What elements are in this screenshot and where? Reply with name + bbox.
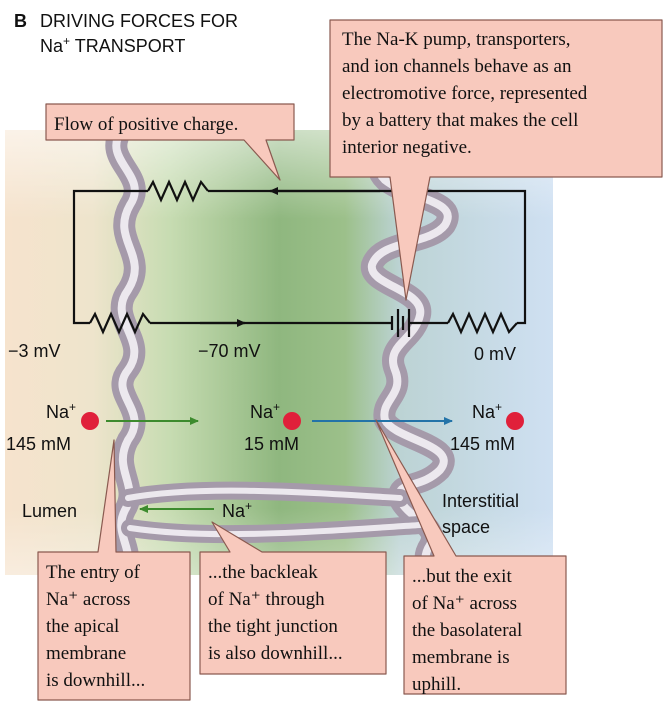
cell-na-concentration: 15 mM [244,434,299,454]
lumen-na-ion [81,412,99,430]
battery-callout-line-3: electromotive force, represented [342,83,588,104]
entry-callout-line-4: membrane [46,643,126,664]
panel-title-line1: DRIVING FORCES FOR [40,11,238,31]
panel-title-sup: + [63,34,70,48]
flow-callout-text: Flow of positive charge. [54,114,238,135]
backleak-callout-line-4: is also downhill... [208,643,343,664]
lumen-na-label: Na+ [46,400,76,422]
panel-letter: B [14,11,27,31]
backleak-callout-line-2: of Na⁺ through [208,589,325,610]
battery-callout-line-5: interior negative. [342,137,472,158]
interstitial-na-ion [506,412,524,430]
battery-callout-line-2: and ion channels behave as an [342,56,572,77]
interstitial-voltage: 0 mV [474,344,516,364]
cell-na-ion [283,412,301,430]
entry-callout-line-2: Na⁺ across [46,589,130,610]
cell-voltage: −70 mV [198,341,261,361]
lumen-label: Lumen [22,501,77,521]
basolateral-resistor [447,311,518,335]
interstitial-label-line2: space [442,517,490,537]
exit-callout-line-1: ...but the exit [412,566,512,587]
backleak-callout-line-3: the tight junction [208,616,338,637]
interstitial-label-line1: Interstitial [442,491,519,511]
exit-callout-line-2: of Na⁺ across [412,593,517,614]
panel-title: B DRIVING FORCES FOR Na+ TRANSPORT [14,11,238,56]
interstitial-na-label: Na+ [472,400,502,422]
lumen-voltage: −3 mV [8,341,61,361]
circuit-wires [72,187,527,327]
background-fade [5,130,553,575]
tight-junction [119,481,429,544]
interstitial-na-concentration: 145 mM [450,434,515,454]
panel-title-rest: TRANSPORT [70,36,185,56]
exit-callout-line-5: uphill. [412,674,461,695]
exit-callout-line-4: membrane is [412,647,510,668]
tight-junction-resistor [147,179,209,203]
backleak-callout: ...the backleak of Na⁺ through the tight… [199,521,387,675]
entry-callout-line-3: the apical [46,616,119,637]
entry-callout-line-1: The entry of [46,562,141,583]
battery-callout-line-4: by a battery that makes the cell [342,110,578,131]
battery-icon [390,309,411,337]
exit-callout-line-3: the basolateral [412,620,522,641]
panel-title-ion: Na [40,36,64,56]
backleak-na-label: Na+ [222,499,252,521]
svg-text:Na+ TRANSPORT: Na+ TRANSPORT [40,34,185,56]
apical-resistor [89,311,151,335]
entry-callout: The entry of Na⁺ across the apical membr… [37,439,191,701]
flow-callout: Flow of positive charge. [45,103,295,181]
cell-na-label: Na+ [250,400,280,422]
battery-callout-line-1: The Na-K pump, transporters, [342,29,570,50]
entry-callout-line-5: is downhill... [46,670,145,691]
backleak-callout-line-1: ...the backleak [208,562,318,583]
lumen-na-concentration: 145 mM [6,434,71,454]
exit-callout: ...but the exit of Na⁺ across the basola… [375,419,567,695]
battery-callout: The Na-K pump, transporters, and ion cha… [329,19,663,301]
apical-membrane [105,119,146,586]
